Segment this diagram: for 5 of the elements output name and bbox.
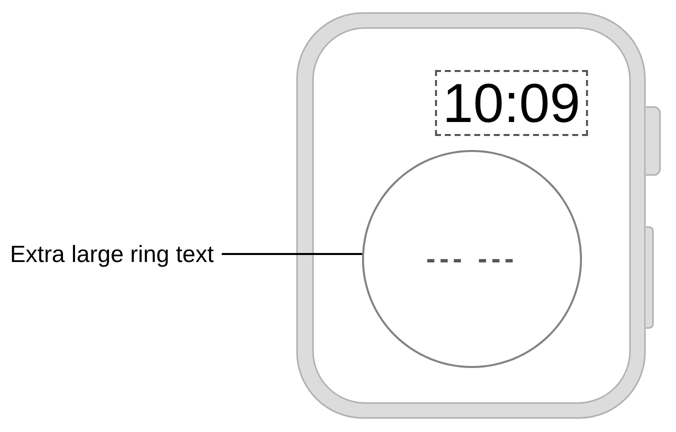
leader-line bbox=[222, 253, 363, 255]
callout-label: Extra large ring text bbox=[10, 240, 214, 268]
placeholder-dashes: --- --- bbox=[426, 246, 518, 272]
ring-circle bbox=[362, 150, 582, 368]
time-display: 10:09 bbox=[435, 70, 588, 136]
